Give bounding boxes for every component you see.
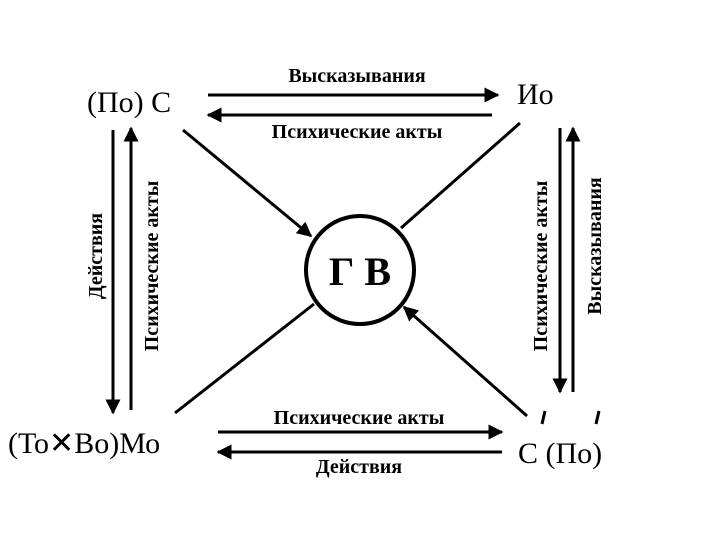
label-bottom-forward: Психические акты xyxy=(274,407,445,429)
label-left-up: Психические акты xyxy=(141,180,163,351)
diag-bottom-right-to-center xyxy=(402,305,528,418)
center-circle xyxy=(304,214,416,326)
diag-top-right-to-center xyxy=(400,121,521,230)
label-right-down: Психические акты xyxy=(530,180,552,351)
diag-top-left-to-center xyxy=(182,128,313,238)
diag-bottom-left-to-center xyxy=(174,302,315,415)
tick-mark xyxy=(540,410,547,425)
node-top-left: (По) С xyxy=(87,86,171,119)
label-top-back: Психические акты xyxy=(272,121,443,143)
label-top-forward: Высказывания xyxy=(288,65,426,87)
label-left-down: Действия xyxy=(85,213,107,299)
label-right-up: Высказывания xyxy=(584,177,606,315)
node-bottom-right: С (По) xyxy=(518,437,602,470)
tick-mark xyxy=(594,410,601,425)
label-bottom-back: Действия xyxy=(316,456,402,478)
node-top-right: Ио xyxy=(517,78,554,111)
node-bottom-left: (То✕Во)Мо xyxy=(8,427,160,460)
center-label: Г В xyxy=(329,249,391,294)
